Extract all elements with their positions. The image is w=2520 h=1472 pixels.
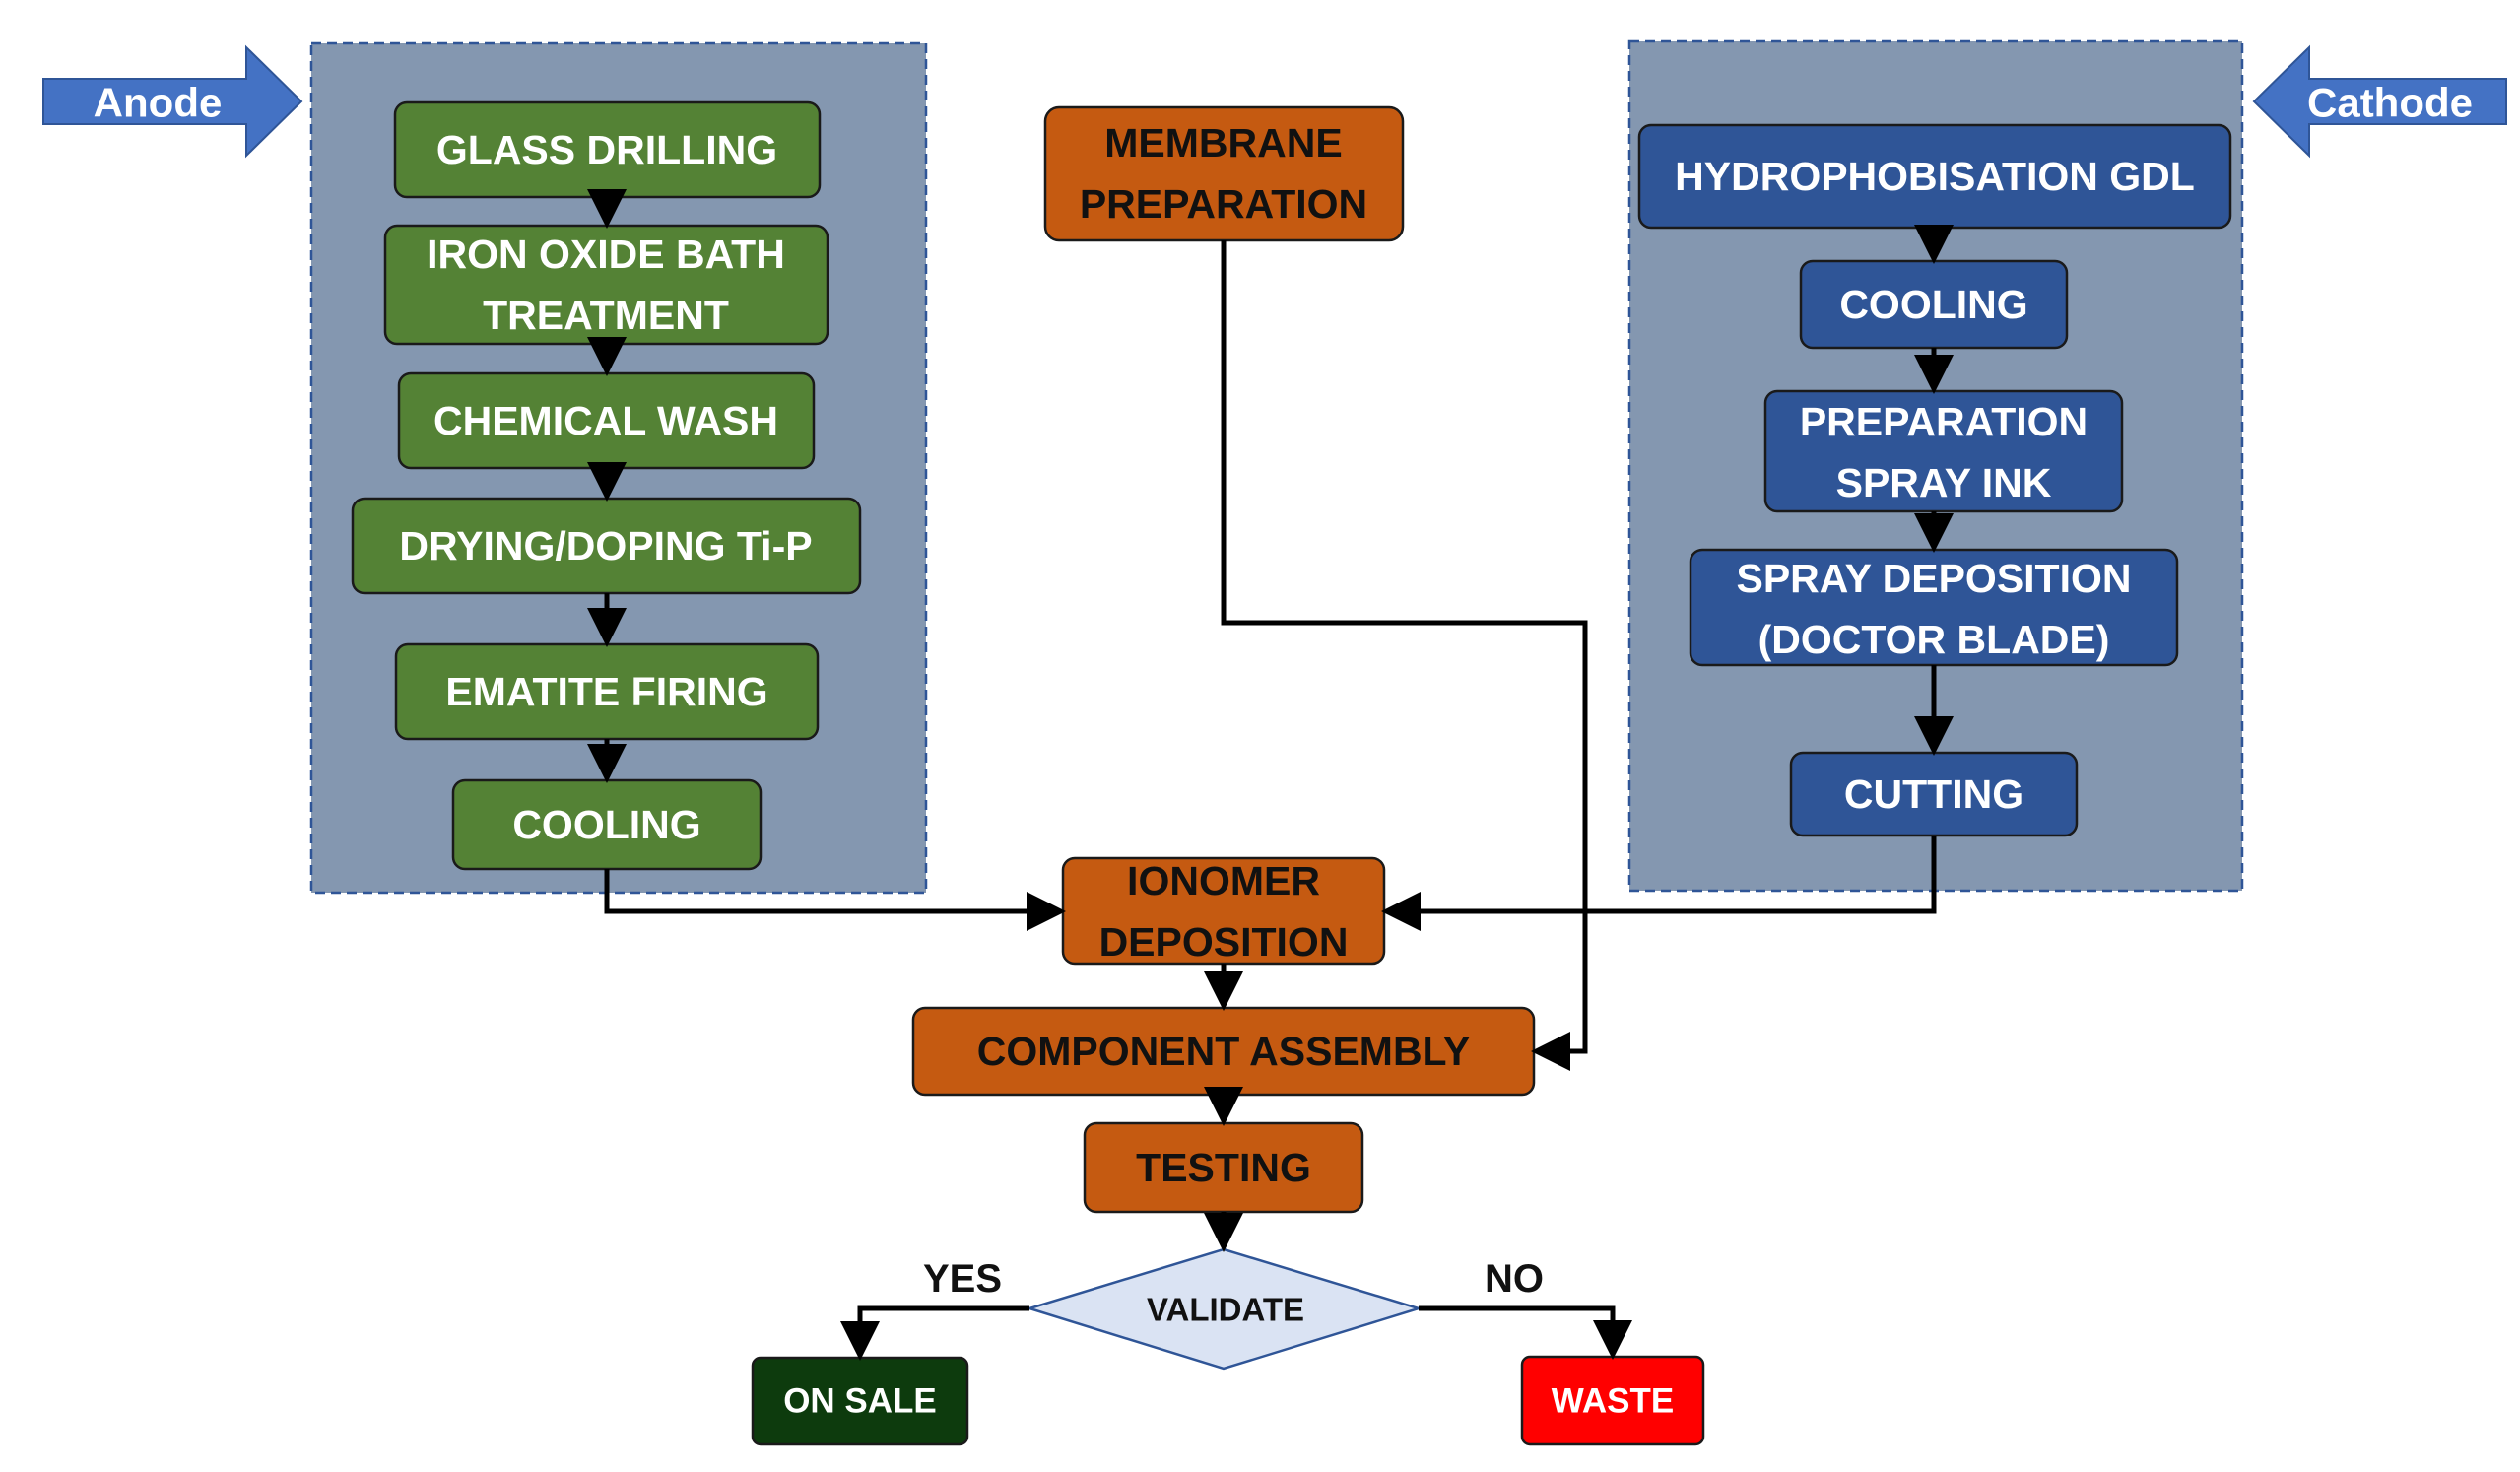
anode-step-label: GLASS DRILLING — [436, 127, 777, 172]
ionomer-deposition-box: IONOMER DEPOSITION — [1061, 856, 1386, 966]
cathode-step-label: CUTTING — [1844, 771, 2023, 817]
waste-box: WASTE — [1520, 1355, 1705, 1446]
center-step-label: DEPOSITION — [1099, 919, 1349, 965]
anode-step-label: COOLING — [512, 802, 700, 847]
anode-step-label: CHEMICAL WASH — [433, 398, 778, 443]
membrane-preparation-box: MEMBRANE PREPARATION — [1043, 105, 1405, 242]
anode-step-label: EMATITE FIRING — [445, 669, 767, 714]
anode-step-chemical-wash: CHEMICAL WASH — [397, 371, 816, 470]
anode-label: Anode — [94, 80, 223, 126]
center-step-label: MEMBRANE — [1104, 120, 1342, 166]
center-step-label: COMPONENT ASSEMBLY — [977, 1029, 1470, 1074]
validate-decision: VALIDATE — [1025, 1247, 1424, 1371]
anode-step-ematite-firing: EMATITE FIRING — [394, 642, 820, 741]
connectors — [587, 189, 1954, 1361]
cathode-step-cutting: CUTTING — [1789, 751, 2079, 837]
cathode-step-label: PREPARATION — [1800, 399, 2088, 444]
testing-box: TESTING — [1083, 1121, 1364, 1214]
connector-arrow — [1221, 240, 1588, 1071]
cathode-step-label: COOLING — [1839, 282, 2027, 327]
anode-arrow: Anode — [42, 44, 303, 159]
anode-step-label: TREATMENT — [483, 293, 729, 338]
cathode-step-label: (DOCTOR BLADE) — [1758, 617, 2110, 662]
cathode-step-label: SPRAY DEPOSITION — [1736, 556, 2131, 601]
center-step-label: PREPARATION — [1080, 181, 1367, 227]
cathode-step-label: SPRAY INK — [1836, 460, 2052, 505]
cathode-label: Cathode — [2307, 80, 2473, 126]
decision-label: VALIDATE — [1147, 1292, 1304, 1328]
connector-arrow — [1381, 836, 1937, 931]
outcome-label: ON SALE — [783, 1382, 937, 1421]
anode-step-cooling: COOLING — [451, 778, 763, 871]
center-step-label: IONOMER — [1127, 858, 1320, 903]
cathode-step-hydrophobisation: HYDROPHOBISATION GDL — [1637, 123, 2232, 230]
center-step-label: TESTING — [1136, 1145, 1311, 1190]
connector-arrow — [840, 1305, 1029, 1361]
anode-step-glass-drilling: GLASS DRILLING — [393, 100, 822, 199]
cathode-step-label: HYDROPHOBISATION GDL — [1675, 154, 2195, 199]
outcome-label: WASTE — [1552, 1382, 1674, 1421]
component-assembly-box: COMPONENT ASSEMBLY — [911, 1006, 1536, 1097]
on-sale-box: ON SALE — [751, 1356, 969, 1446]
anode-step-label: DRYING/DOPING Ti-P — [399, 523, 812, 569]
connector-arrow — [1419, 1305, 1632, 1360]
cathode-step-cooling: COOLING — [1799, 259, 2069, 350]
connector-arrow — [604, 869, 1066, 931]
cathode-step-spray-deposition: SPRAY DEPOSITION (DOCTOR BLADE) — [1689, 548, 2179, 667]
yes-label: YES — [923, 1257, 1002, 1301]
no-label: NO — [1485, 1257, 1544, 1301]
anode-step-label: IRON OXIDE BATH — [427, 232, 785, 277]
cathode-step-preparation-spray-ink: PREPARATION SPRAY INK — [1763, 389, 2124, 513]
cathode-arrow: Cathode — [2252, 44, 2507, 159]
anode-step-iron-oxide-bath: IRON OXIDE BATH TREATMENT — [383, 224, 829, 346]
anode-step-drying-doping: DRYING/DOPING Ti-P — [351, 497, 862, 595]
